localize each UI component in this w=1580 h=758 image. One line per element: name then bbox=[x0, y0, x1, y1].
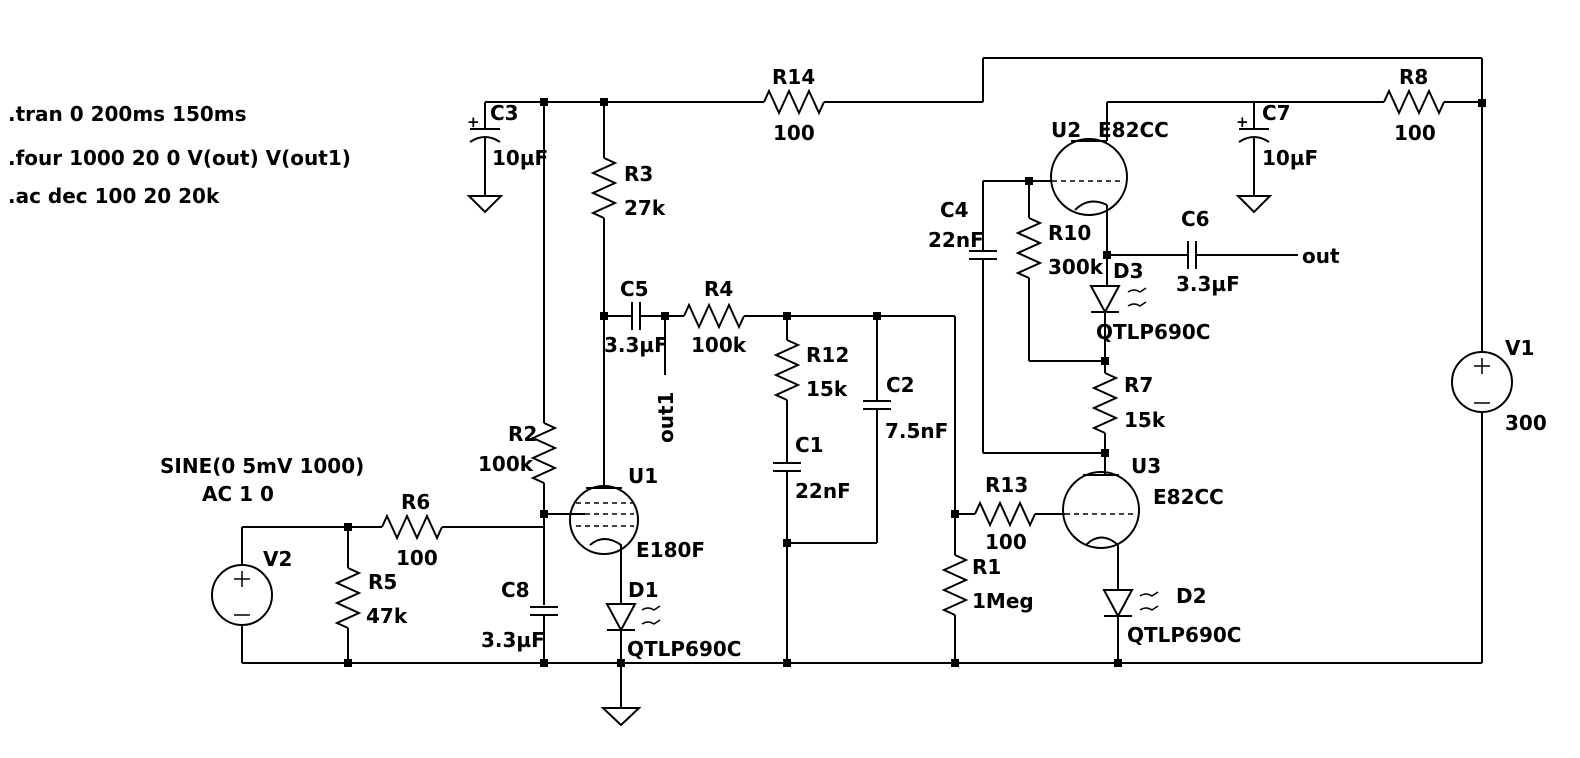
capacitor-c1[interactable]: C1 22nF bbox=[773, 433, 851, 503]
c8-value: 3.3µF bbox=[481, 628, 545, 652]
r2-value: 100k bbox=[478, 452, 534, 476]
resistor-r13[interactable]: R13 100 bbox=[974, 473, 1036, 554]
resistor-r6[interactable]: R6 100 bbox=[381, 490, 443, 570]
tube-u3[interactable]: U3 E82CC bbox=[1062, 454, 1224, 549]
r3-value: 27k bbox=[624, 196, 666, 220]
v2-value-line2: AC 1 0 bbox=[202, 482, 274, 506]
capacitor-c2[interactable]: C2 7.5nF bbox=[863, 373, 948, 443]
net-label-out1: out1 bbox=[654, 392, 678, 443]
capacitor-c6[interactable]: C6 3.3µF bbox=[1176, 207, 1240, 296]
voltage-source-v1[interactable]: V1 300 bbox=[1451, 336, 1547, 435]
r10-value: 300k bbox=[1048, 255, 1104, 279]
resistor-r2[interactable]: R2 100k bbox=[478, 422, 558, 484]
r3-name: R3 bbox=[624, 162, 653, 186]
c3-value: 10µF bbox=[492, 146, 548, 170]
svg-text:+: + bbox=[467, 113, 480, 131]
tube-u1[interactable]: U1 E180F bbox=[569, 464, 705, 562]
d3-value: QTLP690C bbox=[1096, 320, 1210, 344]
voltage-source-v2[interactable]: V2 SINE(0 5mV 1000) AC 1 0 bbox=[160, 454, 364, 626]
r6-value: 100 bbox=[396, 546, 438, 570]
u2-name: U2 bbox=[1051, 118, 1081, 142]
u1-name: U1 bbox=[628, 464, 658, 488]
c4-name: C4 bbox=[940, 198, 969, 222]
c7-name: C7 bbox=[1262, 101, 1291, 125]
r12-value: 15k bbox=[806, 377, 848, 401]
c6-value: 3.3µF bbox=[1176, 272, 1240, 296]
resistor-r5[interactable]: R5 47k bbox=[334, 567, 408, 629]
r14-name: R14 bbox=[772, 65, 815, 89]
r8-value: 100 bbox=[1394, 121, 1436, 145]
c5-value: 3.3µF bbox=[604, 333, 668, 357]
v2-value-line1: SINE(0 5mV 1000) bbox=[160, 454, 364, 478]
capacitor-c7[interactable]: + C7 10µF bbox=[1236, 101, 1318, 170]
svg-text:+: + bbox=[1236, 113, 1249, 131]
c7-value: 10µF bbox=[1262, 146, 1318, 170]
led-d1[interactable]: D1 QTLP690C bbox=[605, 578, 741, 661]
d3-name: D3 bbox=[1113, 259, 1144, 283]
ground-c3-icon bbox=[466, 195, 504, 214]
resistor-r1[interactable]: R1 1Meg bbox=[941, 554, 1034, 616]
v2-name: V2 bbox=[263, 547, 292, 571]
u3-name: U3 bbox=[1131, 454, 1161, 478]
r5-value: 47k bbox=[366, 604, 408, 628]
ground-main-icon bbox=[600, 707, 642, 727]
r8-name: R8 bbox=[1399, 65, 1428, 89]
r13-name: R13 bbox=[985, 473, 1028, 497]
u2-value: E82CC bbox=[1098, 118, 1169, 142]
tube-u2[interactable]: U2 E82CC bbox=[1050, 118, 1169, 216]
c1-value: 22nF bbox=[795, 479, 851, 503]
resistor-r8[interactable]: R8 100 bbox=[1383, 65, 1445, 145]
capacitor-c5[interactable]: C5 3.3µF bbox=[604, 277, 668, 357]
d1-value: QTLP690C bbox=[627, 637, 741, 661]
resistor-r10[interactable]: R10 300k bbox=[1015, 217, 1104, 279]
directive-four: .four 1000 20 0 V(out) V(out1) bbox=[8, 146, 351, 170]
resistor-r7[interactable]: R7 15k bbox=[1091, 372, 1166, 434]
ground-c7-icon bbox=[1235, 195, 1273, 214]
resistor-r3[interactable]: R3 27k bbox=[590, 157, 666, 220]
c5-name: C5 bbox=[620, 277, 649, 301]
resistor-r4[interactable]: R4 100k bbox=[683, 277, 747, 357]
r1-name: R1 bbox=[972, 555, 1001, 579]
r4-value: 100k bbox=[691, 333, 747, 357]
c1-name: C1 bbox=[795, 433, 824, 457]
r10-name: R10 bbox=[1048, 221, 1091, 245]
r2-name: R2 bbox=[508, 422, 537, 446]
c2-value: 7.5nF bbox=[885, 419, 948, 443]
directive-tran: .tran 0 200ms 150ms bbox=[8, 102, 247, 126]
u3-value: E82CC bbox=[1153, 485, 1224, 509]
r14-value: 100 bbox=[773, 121, 815, 145]
capacitor-c4[interactable]: C4 22nF bbox=[928, 198, 997, 260]
wires bbox=[241, 57, 1483, 708]
v1-name: V1 bbox=[1505, 336, 1534, 360]
v1-value: 300 bbox=[1505, 411, 1547, 435]
c6-name: C6 bbox=[1181, 207, 1210, 231]
resistor-r12[interactable]: R12 15k bbox=[773, 339, 849, 401]
led-d2[interactable]: D2 QTLP690C bbox=[1102, 584, 1241, 647]
u1-value: E180F bbox=[636, 538, 705, 562]
r1-value: 1Meg bbox=[972, 589, 1034, 613]
r4-name: R4 bbox=[704, 277, 733, 301]
resistor-r14[interactable]: R14 100 bbox=[763, 65, 825, 145]
r13-value: 100 bbox=[985, 530, 1027, 554]
capacitor-c3[interactable]: + C3 10µF bbox=[467, 101, 548, 170]
r7-name: R7 bbox=[1124, 373, 1153, 397]
c2-name: C2 bbox=[886, 373, 915, 397]
r12-name: R12 bbox=[806, 343, 849, 367]
d2-name: D2 bbox=[1176, 584, 1207, 608]
d1-name: D1 bbox=[628, 578, 659, 602]
directive-ac: .ac dec 100 20 20k bbox=[8, 184, 220, 208]
junctions bbox=[344, 98, 1486, 667]
capacitor-c8[interactable]: C8 3.3µF bbox=[481, 578, 558, 652]
c3-name: C3 bbox=[490, 101, 519, 125]
r7-value: 15k bbox=[1124, 408, 1166, 432]
c8-name: C8 bbox=[501, 578, 530, 602]
net-label-out: out bbox=[1302, 244, 1340, 268]
c4-value: 22nF bbox=[928, 228, 984, 252]
r6-name: R6 bbox=[401, 490, 430, 514]
d2-value: QTLP690C bbox=[1127, 623, 1241, 647]
led-d3[interactable]: D3 QTLP690C bbox=[1089, 259, 1210, 344]
r5-name: R5 bbox=[368, 570, 397, 594]
